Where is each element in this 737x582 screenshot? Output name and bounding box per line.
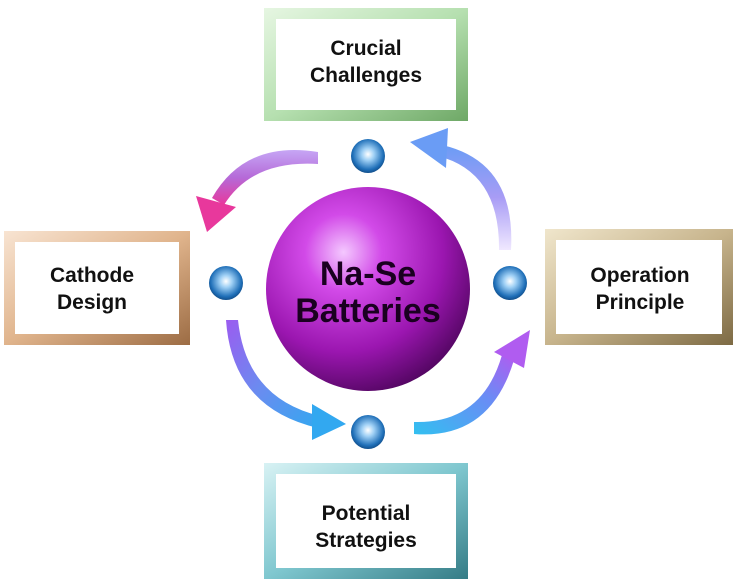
box-label-line1: Cathode [50, 264, 134, 287]
arrow-head [410, 128, 448, 168]
arrow-body [226, 320, 320, 428]
center-label-line2: Batteries [295, 292, 441, 330]
node-ball-top [351, 139, 385, 173]
box-label-line1: Potential [322, 502, 411, 525]
arrow-top-to-left [196, 149, 318, 232]
box-crucial-challenges: Crucial Challenges [264, 8, 468, 121]
arrow-head [494, 330, 530, 368]
arrow-left-to-bottom [226, 320, 346, 440]
box-face [556, 240, 722, 334]
box-label-line2: Challenges [310, 64, 422, 87]
box-operation-principle: Operation Principle [545, 229, 733, 345]
box-face [15, 242, 179, 334]
box-face [276, 474, 456, 568]
box-face [276, 19, 456, 110]
box-label-line2: Principle [596, 291, 685, 314]
sphere-shape [266, 187, 470, 391]
arrow-head [312, 404, 346, 440]
node-ball-bottom [351, 415, 385, 449]
arrow-body [212, 149, 318, 205]
node-ball-right [493, 266, 527, 300]
arrow-body [414, 355, 514, 435]
box-label-line2: Design [57, 291, 127, 314]
box-potential-strategies: Potential Strategies [264, 463, 468, 579]
box-label-line2: Strategies [315, 529, 417, 552]
arrow-bottom-to-right [414, 330, 530, 435]
box-cathode-design: Cathode Design [4, 231, 190, 345]
center-sphere: Na-Se Batteries [266, 187, 470, 391]
node-ball-left [209, 266, 243, 300]
arrow-head [196, 196, 236, 232]
box-label-line1: Crucial [330, 37, 401, 60]
box-label-line1: Operation [590, 264, 689, 287]
center-label-line1: Na-Se [320, 255, 416, 293]
arrow-right-to-top [410, 128, 512, 250]
